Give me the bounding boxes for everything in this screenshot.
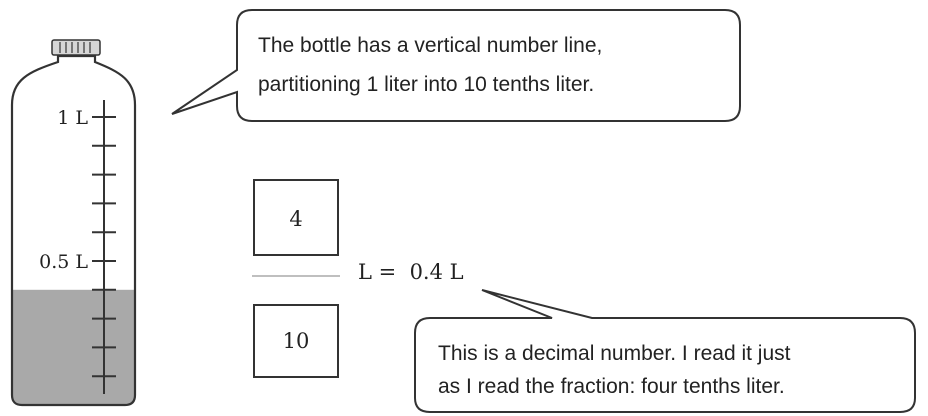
bottle: 1 L 0.5 L xyxy=(10,39,137,407)
equation-rest: L = 0.4 L xyxy=(358,260,464,284)
bottle-outline xyxy=(10,54,137,407)
callout-line-2: partitioning 1 liter into 10 tenths lite… xyxy=(258,73,594,96)
callout-bottle-note: The bottle has a vertical number line, p… xyxy=(171,9,741,122)
numerator: 4 xyxy=(289,207,302,231)
callout-line-1: This is a decimal number. I read it just xyxy=(438,342,791,365)
callout-decimal-note: This is a decimal number. I read it just… xyxy=(414,289,916,413)
water-fill xyxy=(12,289,135,405)
callout-line-1: The bottle has a vertical number line, xyxy=(258,34,602,57)
bottle-cap xyxy=(51,39,101,56)
label-half-liter: 0.5 L xyxy=(39,251,88,273)
denominator-box xyxy=(253,304,339,378)
numerator-box xyxy=(253,179,339,256)
callout-bubble xyxy=(414,289,916,413)
fraction-equation: 4 10 L = 0.4 L xyxy=(252,179,464,378)
callout-bubble xyxy=(171,9,741,122)
number-line-ticks xyxy=(92,116,116,378)
denominator: 10 xyxy=(283,329,310,353)
label-1-liter: 1 L xyxy=(57,107,88,129)
callout-line-2: as I read the fraction: four tenths lite… xyxy=(438,375,785,398)
